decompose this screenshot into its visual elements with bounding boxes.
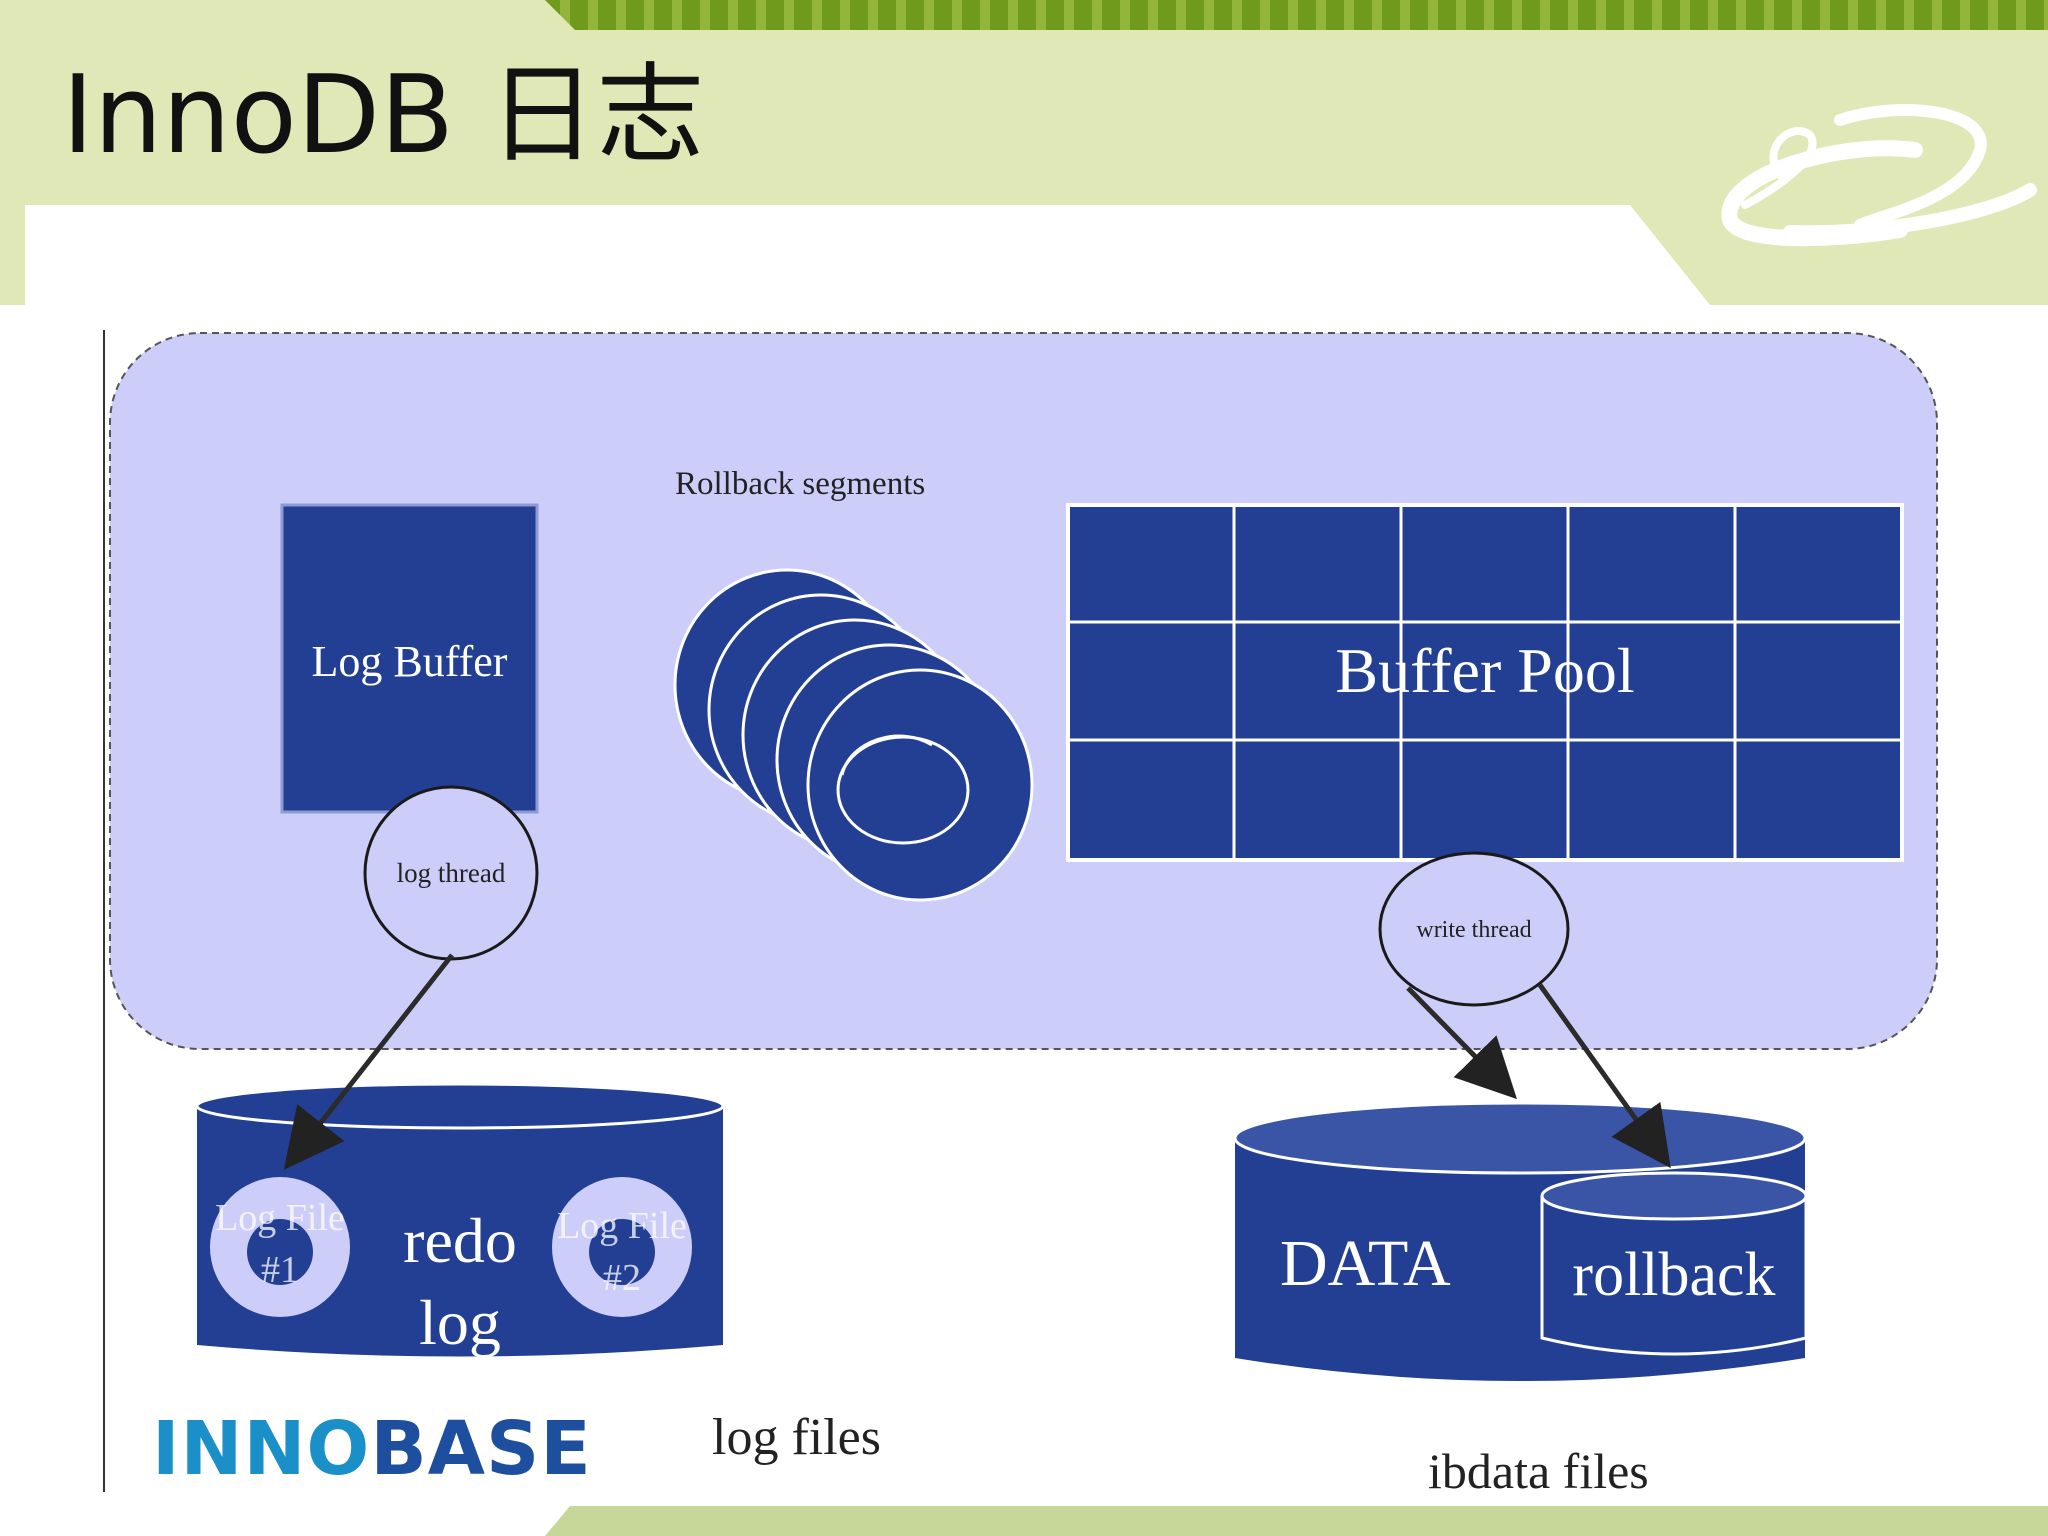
buffer-pool-label: Buffer Pool [1335,635,1635,706]
log-buffer-label: Log Buffer [311,637,508,686]
brand-swoosh-logo [1721,104,2037,247]
write-thread-arrow-data [1406,986,1518,1100]
log-thread-arrow [283,953,454,1170]
log-file-2-label-line2: #2 [603,1257,641,1299]
log-file-1-label: Log File #1 [190,1192,370,1296]
redo-log-label-line1: redo [403,1205,517,1276]
footer-band [545,1506,2048,1536]
rollback-label: rollback [1572,1241,1776,1309]
ibdata-files-caption: ibdata files [1428,1443,1649,1499]
innobase-logo: INNOBASE [152,1412,592,1486]
log-file-1-label-line2: #1 [261,1249,299,1291]
log-file-1-label-line1: Log File [215,1197,345,1239]
rollback-segments-label: Rollback segments [675,466,926,502]
log-thread-label: log thread [396,858,506,888]
buffer-pool-grid [1066,503,1904,862]
write-thread-arrow-rollback [1537,983,1671,1169]
write-thread-label: write thread [1416,917,1532,943]
log-file-2-label-line1: Log File [557,1205,687,1247]
header-stripe [545,0,2048,30]
log-file-2-label: Log File #2 [532,1200,712,1304]
header-band [0,0,2048,305]
innobase-logo-part1: INNO [152,1406,371,1492]
log-buffer-box [280,503,539,814]
innobase-logo-part2: BASE [370,1406,592,1492]
log-files-caption: log files [712,1409,881,1466]
redo-log-label: redo log [380,1200,540,1364]
slide-title: InnoDB 日志 [62,53,705,178]
redo-log-label-line2: log [419,1287,501,1358]
rollback-segments-stack [673,568,1034,902]
rollback-cylinder [1540,1171,1808,1356]
write-thread-circle [1378,851,1570,1007]
data-label: DATA [1280,1227,1451,1300]
